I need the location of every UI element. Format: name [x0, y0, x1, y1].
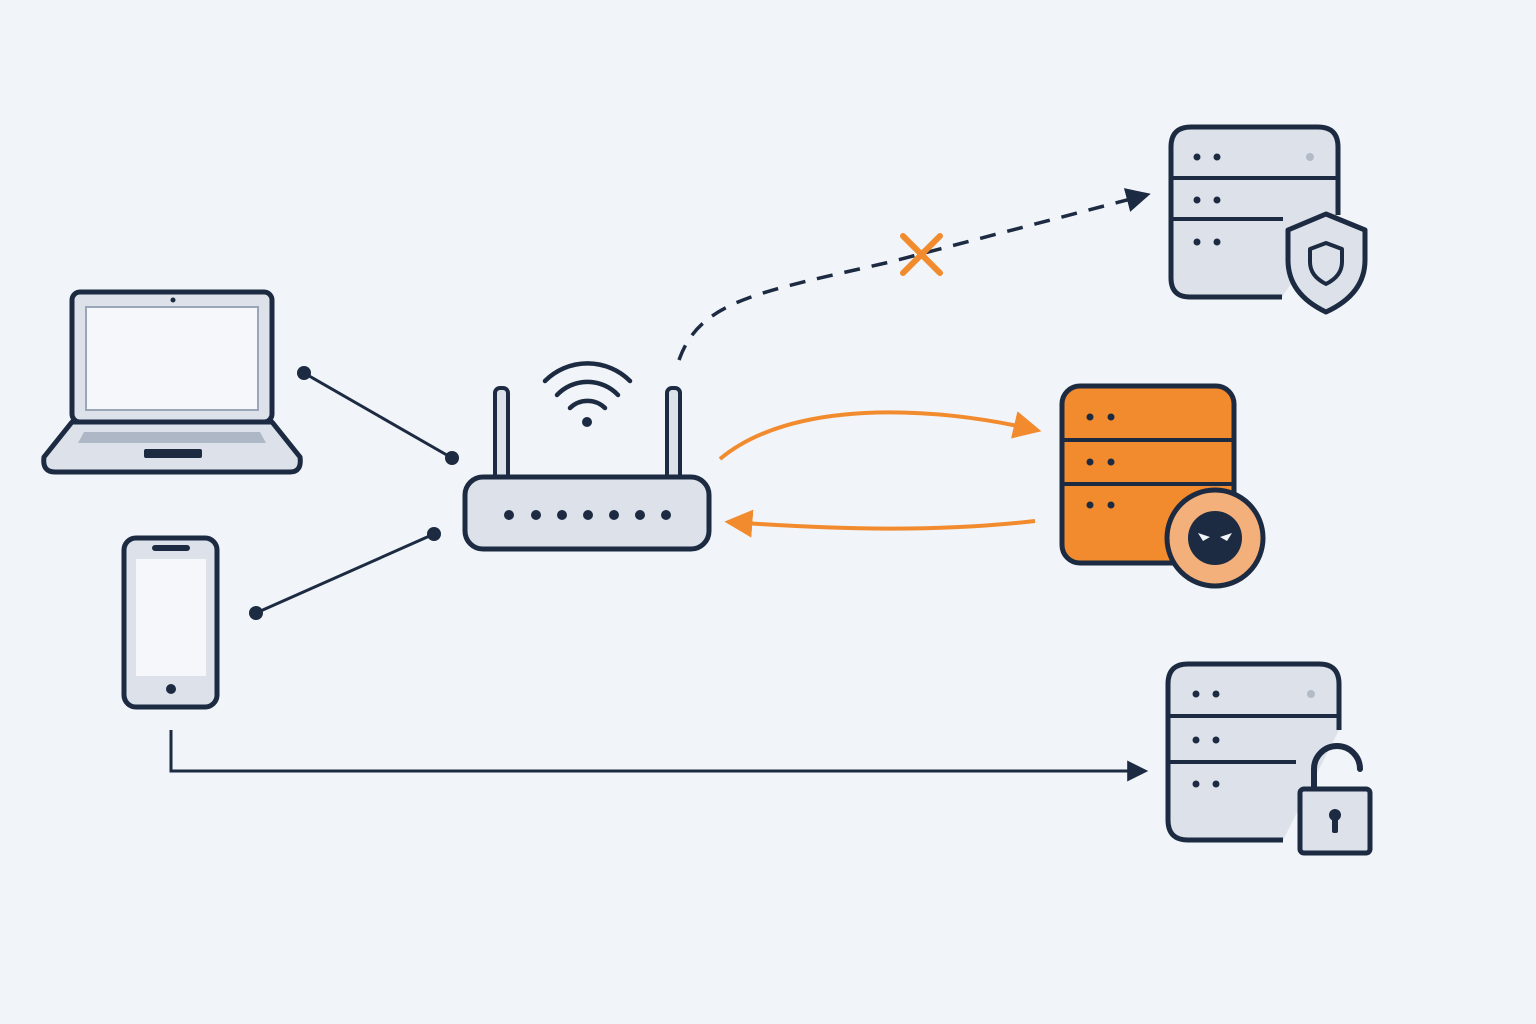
edge-router-secure-server-blocked	[677, 188, 1151, 361]
x-icon	[900, 233, 943, 276]
edge-router-malicious-server	[718, 410, 1042, 461]
server-with-open-padlock-icon	[1165, 661, 1373, 856]
edge-malicious-server-router	[724, 509, 1036, 538]
edge-phone-router	[249, 527, 441, 620]
smartphone-icon	[121, 535, 220, 710]
open-padlock-icon	[1297, 743, 1373, 856]
shield-icon	[1285, 211, 1368, 315]
server-with-shield-icon	[1168, 124, 1368, 315]
wifi-router-icon	[462, 386, 712, 552]
server-with-masked-attacker-icon	[1059, 383, 1266, 589]
edge-phone-unlocked-server	[169, 730, 1149, 782]
masked-attacker-icon	[1164, 487, 1266, 589]
wifi-signal-icon	[542, 361, 633, 427]
edge-laptop-router	[297, 366, 459, 465]
laptop-icon	[41, 289, 303, 475]
